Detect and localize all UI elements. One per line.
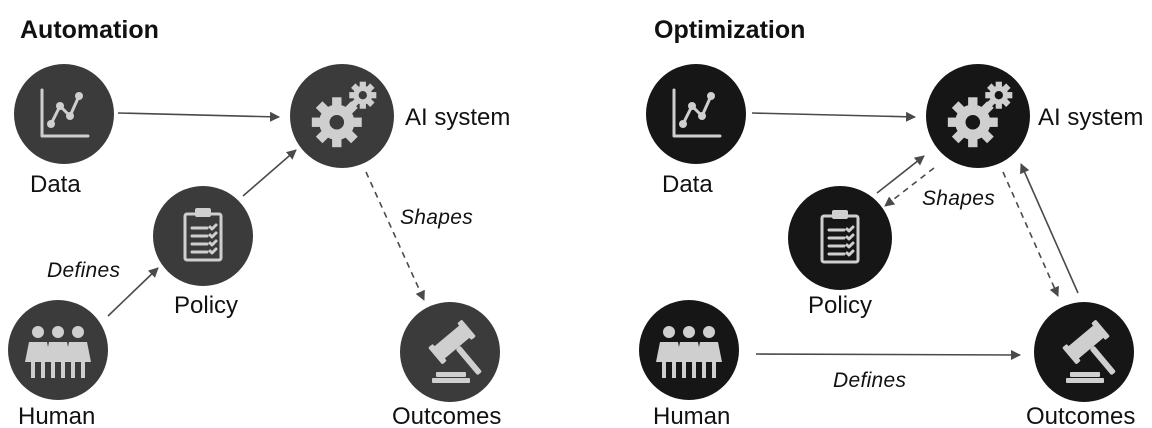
panel-title: Automation — [20, 16, 159, 44]
label-ai-system: AI system — [1038, 104, 1143, 131]
edge-ai-to-outcomes — [1002, 171, 1059, 297]
edge-ai-to-outcomes — [365, 171, 425, 301]
label-data: Data — [30, 171, 81, 198]
label-policy: Policy — [174, 292, 238, 319]
edge-label-shapes: Shapes — [400, 206, 473, 229]
edge-data-to-ai — [117, 111, 280, 122]
node-outcomes — [1034, 302, 1134, 402]
edge-label-defines: Defines — [47, 259, 121, 282]
node-circle — [646, 64, 746, 164]
node-human — [8, 300, 108, 400]
label-ai-system: AI system — [405, 104, 510, 131]
label-human: Human — [653, 403, 730, 428]
label-human: Human — [18, 403, 95, 428]
label-outcomes: Outcomes — [392, 403, 501, 428]
panel-title: Optimization — [654, 16, 805, 44]
node-data — [14, 64, 114, 164]
edge-outcomes-to-ai — [1020, 163, 1079, 294]
edge-label-defines: Defines — [833, 369, 907, 392]
edge-policy-to-ai — [242, 149, 297, 197]
label-data: Data — [662, 171, 713, 198]
node-ai-system — [290, 64, 394, 168]
node-circle — [14, 64, 114, 164]
edge-human-to-outcomes — [755, 349, 1021, 360]
node-policy — [153, 186, 253, 286]
node-outcomes — [400, 302, 500, 402]
edge-human-to-policy — [107, 267, 159, 317]
edge-label-shapes: Shapes — [922, 187, 995, 210]
node-human — [639, 300, 739, 400]
node-policy — [788, 186, 892, 290]
optimization-panel: Optimization Data AI sys — [639, 16, 1143, 428]
label-outcomes: Outcomes — [1026, 403, 1135, 428]
node-ai-system — [926, 64, 1030, 168]
edge-policy-to-ai — [876, 155, 925, 194]
node-data — [646, 64, 746, 164]
automation-panel: Automation Data AI system Poli — [8, 16, 510, 428]
edge-data-to-ai — [751, 111, 916, 122]
label-policy: Policy — [808, 292, 872, 319]
